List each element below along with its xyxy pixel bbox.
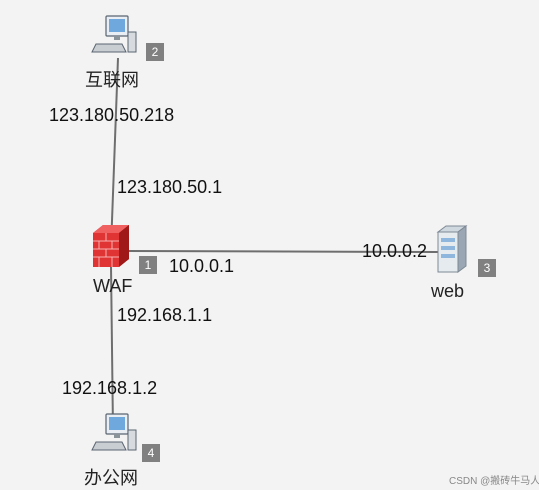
internet-node-badge: 2: [146, 43, 164, 61]
ip-office-label: 192.168.1.2: [62, 378, 158, 398]
web-node-label: web: [431, 281, 465, 301]
office-node-label: 办公网: [84, 468, 138, 488]
web-node-badge: 3: [478, 259, 496, 277]
web-server-icon[interactable]: [436, 225, 468, 273]
waf-node-badge: 1: [139, 256, 157, 274]
link-internet-waf: [110, 57, 119, 249]
waf-firewall-icon[interactable]: [93, 225, 129, 267]
internet-computer-icon[interactable]: [91, 15, 137, 53]
ip-web-label: 10.0.0.2: [362, 241, 428, 261]
office-node-badge: 4: [142, 444, 160, 462]
ip-waf-inside-label: 192.168.1.1: [117, 305, 213, 325]
link-waf-office: [110, 265, 114, 431]
watermark: CSDN @搬砖牛马人: [449, 476, 539, 487]
internet-node-label: 互联网: [85, 70, 139, 90]
ip-internet-label: 123.180.50.218: [49, 105, 175, 125]
ip-waf-outside-label: 123.180.50.1: [117, 177, 223, 197]
waf-node-label: WAF: [93, 276, 133, 296]
office-computer-icon[interactable]: [91, 413, 137, 451]
ip-waf-dmz-label: 10.0.0.1: [169, 256, 235, 276]
link-waf-web: [127, 250, 439, 253]
